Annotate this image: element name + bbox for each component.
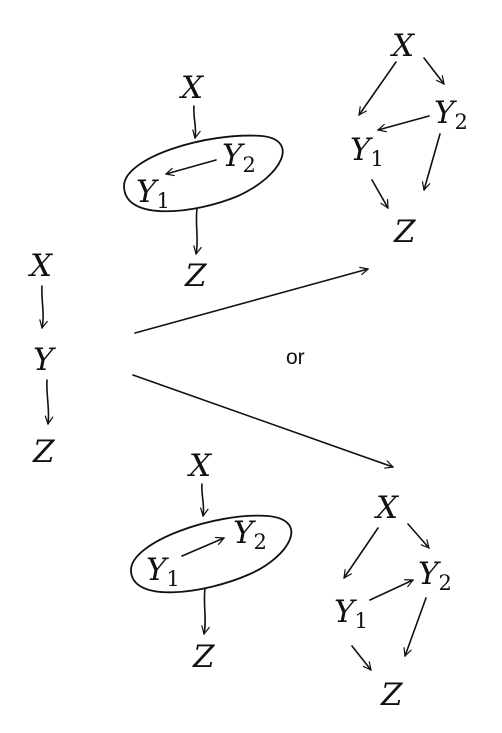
or-label: or xyxy=(286,346,305,369)
bottom-expanded-edge-y1-y2 xyxy=(369,579,414,601)
bottom-expanded-edge-y1-z xyxy=(351,645,372,671)
chain-node-x: X xyxy=(28,248,54,284)
bottom-cluster-edge-y1-y2 xyxy=(181,536,225,557)
top-clustered-diagram: X Y2 Y1 Z xyxy=(123,70,284,294)
top-expanded-node-y2: Y2 xyxy=(434,95,468,134)
top-expanded-edge-x-y2 xyxy=(423,57,445,85)
top-cluster-edge-y2-y1 xyxy=(165,159,217,177)
chain-edge-x-y xyxy=(39,285,48,329)
top-expanded-edge-y1-z xyxy=(371,179,389,209)
top-cluster-edge-blob-z xyxy=(193,208,202,255)
top-expanded-edge-x-y1 xyxy=(358,61,397,116)
transform-arrow-lower xyxy=(132,374,394,469)
bottom-expanded-edge-y2-z xyxy=(403,597,427,657)
bottom-clustered-diagram: X Y1 Y2 Z xyxy=(130,448,293,675)
top-cluster-edge-x-blob xyxy=(192,105,201,139)
bottom-expanded-edge-x-y2 xyxy=(407,523,430,549)
bottom-cluster-ellipse xyxy=(130,514,293,594)
top-expanded-node-z: Z xyxy=(393,214,416,250)
bottom-expanded-node-y1: Y1 xyxy=(334,594,368,633)
top-cluster-node-x: X xyxy=(179,70,205,106)
chain-node-z: Z xyxy=(32,434,55,470)
chain-node-y: Y xyxy=(33,342,56,378)
bottom-cluster-edge-x-blob xyxy=(200,483,209,517)
bottom-expanded-node-x: X xyxy=(374,490,400,526)
top-cluster-node-y2: Y2 xyxy=(222,138,256,177)
top-cluster-ellipse xyxy=(123,134,284,213)
bottom-expanded-node-y2: Y2 xyxy=(418,556,452,595)
top-cluster-node-y1: Y1 xyxy=(136,174,170,213)
bottom-expanded-edge-x-y1 xyxy=(343,527,379,579)
top-expanded-edge-y2-z xyxy=(421,133,441,191)
bottom-cluster-node-y1: Y1 xyxy=(146,552,180,591)
bottom-expanded-node-z: Z xyxy=(380,677,403,713)
bottom-cluster-node-y2: Y2 xyxy=(233,515,267,554)
top-expanded-diagram: X Y2 Y1 Z xyxy=(350,28,468,250)
bottom-cluster-node-x: X xyxy=(187,448,213,484)
original-chain: X Y Z xyxy=(28,248,56,470)
top-expanded-edge-y2-y1 xyxy=(377,115,430,133)
bottom-expanded-diagram: X Y2 Y1 Z xyxy=(334,490,452,713)
bottom-cluster-edge-blob-z xyxy=(201,587,210,635)
top-expanded-node-y1: Y1 xyxy=(350,132,384,171)
transform-arrow-upper xyxy=(134,266,369,334)
top-cluster-node-z: Z xyxy=(184,258,207,294)
chain-edge-y-z xyxy=(44,379,54,425)
bottom-cluster-node-z: Z xyxy=(192,639,215,675)
top-expanded-node-x: X xyxy=(390,28,416,64)
